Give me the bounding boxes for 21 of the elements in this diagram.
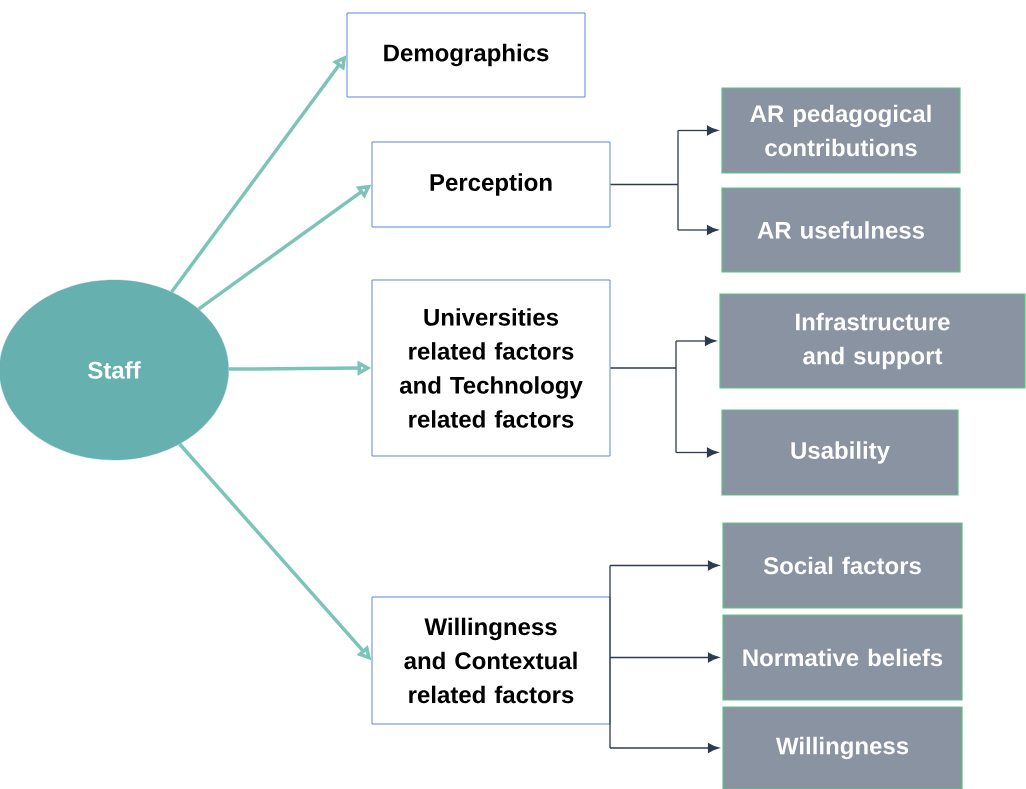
factor-box: Usability — [721, 409, 959, 496]
category-box: Willingness and Contextual related factors — [371, 596, 611, 725]
factor-box: AR pedagogical contributions — [721, 87, 961, 174]
arrow — [675, 447, 719, 458]
connector-line — [609, 129, 679, 231]
factor-box: AR usefulness — [721, 187, 961, 273]
factor-box: Social factors — [722, 522, 963, 609]
category-box: Perception — [371, 141, 611, 228]
connector-line — [609, 340, 677, 454]
factor-box: Infrastructure and support — [719, 293, 1026, 389]
category-box: Demographics — [346, 12, 586, 98]
arrow — [609, 743, 720, 753]
arrow — [609, 560, 720, 571]
connector-line — [609, 564, 612, 749]
arrow — [677, 225, 719, 235]
arrow — [609, 652, 720, 663]
arrow — [677, 125, 719, 136]
factor-box: Willingness — [722, 706, 963, 789]
category-box: Universities related factors and Technology related factors — [371, 279, 611, 457]
factor-box: Normative beliefs — [722, 614, 963, 701]
arrow — [675, 336, 717, 346]
